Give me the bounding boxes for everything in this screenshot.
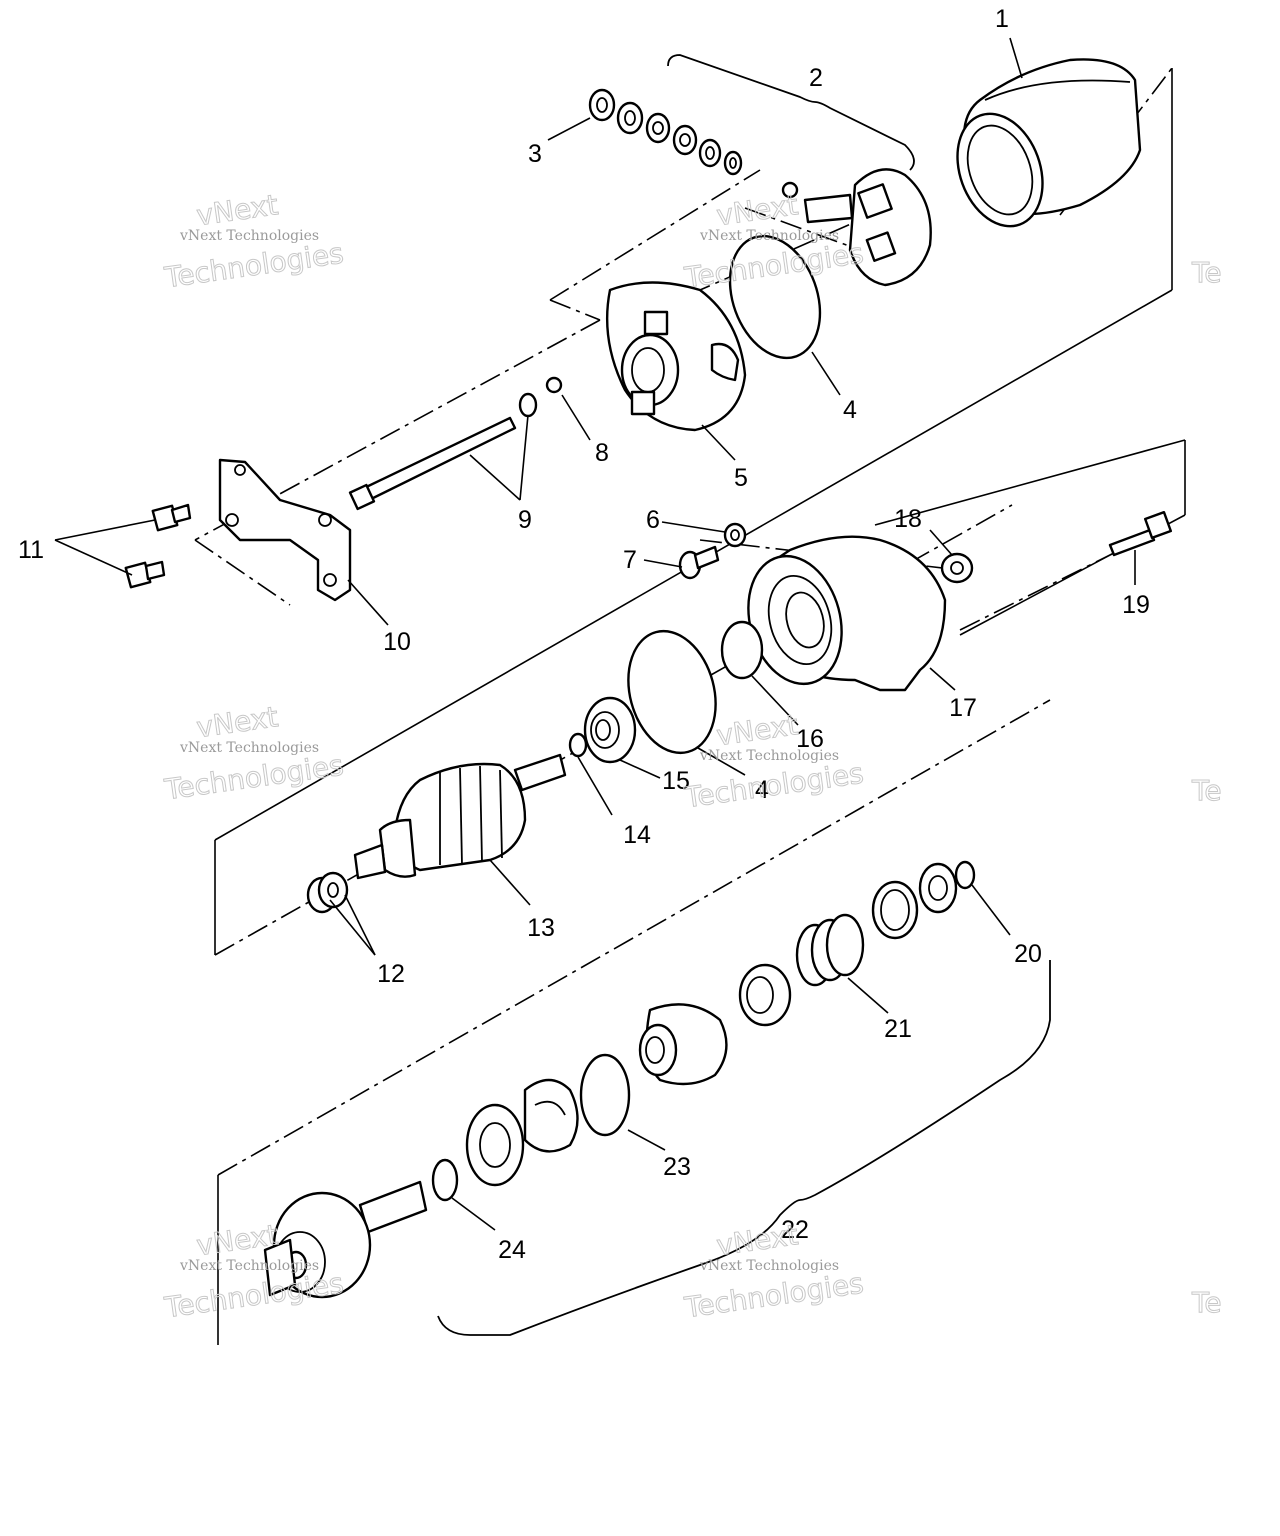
small-ring-part-8 — [545, 376, 563, 394]
o-ring-part-4-lower — [627, 629, 717, 755]
watermark-small: vNext Technologies — [179, 740, 319, 756]
callout-15: 15 — [662, 767, 690, 795]
ring-part-23 — [579, 1053, 631, 1137]
washers-part-3 — [588, 88, 743, 176]
watermark-small: vNext Technologies — [699, 748, 839, 764]
rings-part-20 — [871, 860, 976, 940]
circlip-part-24 — [431, 1158, 459, 1202]
front-housing-part-17 — [747, 535, 947, 692]
bolt-part-19 — [1108, 510, 1173, 557]
callout-23: 23 — [663, 1153, 691, 1181]
callout-19: 19 — [1122, 591, 1150, 619]
bracket-2 — [667, 54, 915, 171]
callout-17: 17 — [949, 694, 977, 722]
o-ring-part-16 — [720, 620, 764, 680]
watermark-big-vnext: vNext — [715, 708, 801, 752]
callout-3: 3 — [528, 140, 542, 168]
watermark-big-technologies: Technologies — [162, 237, 346, 295]
callout-labels: 1 2 3 4 5 6 7 8 9 10 11 12 13 14 15 16 4… — [18, 5, 1150, 1264]
callout-11: 11 — [18, 536, 44, 564]
watermark-big-vnext: vNext — [715, 188, 801, 232]
callout-7: 7 — [623, 546, 637, 574]
screw-part-7 — [678, 545, 720, 580]
end-cover-part-5 — [605, 281, 747, 432]
through-bolt-part-9 — [348, 392, 538, 511]
watermark-small: vNext Technologies — [699, 228, 839, 244]
armature-part-13 — [353, 753, 567, 880]
bracket-22 — [437, 960, 1051, 1336]
leader-lines — [54, 37, 1136, 1231]
callout-2: 2 — [809, 64, 823, 92]
nut-part-6 — [723, 522, 747, 548]
callout-8: 8 — [595, 439, 609, 467]
watermark-edge: Te — [1191, 256, 1222, 289]
watermark-big-technologies: Technologies — [682, 757, 866, 815]
watermark-small: vNext Technologies — [179, 1258, 319, 1274]
callout-5: 5 — [734, 464, 748, 492]
watermark-big-technologies: Technologies — [162, 749, 346, 807]
washers-part-12 — [306, 871, 349, 914]
o-ring-part-4-upper — [728, 234, 822, 360]
stopper — [523, 1078, 579, 1153]
callout-1: 1 — [995, 5, 1009, 33]
callout-24: 24 — [498, 1236, 526, 1264]
callout-10: 10 — [383, 628, 411, 656]
watermark-small: vNext Technologies — [179, 228, 319, 244]
pinion-shaft — [263, 1180, 428, 1299]
watermark-big-vnext: vNext — [715, 1218, 801, 1262]
watermark-small: vNext Technologies — [699, 1258, 839, 1274]
bolts-part-11 — [124, 503, 192, 589]
spring-part-21 — [738, 913, 865, 1027]
bracket-part-10 — [218, 458, 352, 602]
watermark-big-technologies: Technologies — [162, 1267, 346, 1325]
callout-20: 20 — [1014, 940, 1042, 968]
washer-part-18 — [940, 552, 974, 584]
watermark-edge: Te — [1191, 1286, 1222, 1319]
watermark-edge: Te — [1191, 774, 1222, 807]
callout-21: 21 — [884, 1015, 912, 1043]
callout-9: 9 — [518, 506, 532, 534]
circlip-part-14 — [568, 732, 588, 758]
callout-18: 18 — [894, 505, 922, 533]
callout-14: 14 — [623, 821, 651, 849]
watermark-big-technologies: Technologies — [682, 1267, 866, 1325]
bearing-part-15 — [583, 696, 637, 764]
callout-16: 16 — [796, 725, 824, 753]
watermark-big-vnext: vNext — [195, 188, 281, 232]
clutch-gear — [638, 1003, 728, 1086]
callout-4-lower: 4 — [755, 776, 769, 804]
callout-13: 13 — [527, 914, 555, 942]
watermark-big-vnext: vNext — [195, 700, 281, 744]
callout-22: 22 — [781, 1216, 809, 1244]
washer-plate — [465, 1103, 525, 1187]
yoke-part-1 — [956, 58, 1142, 228]
brush-holder-part-2 — [781, 168, 932, 287]
callout-4-upper: 4 — [843, 396, 857, 424]
callout-12: 12 — [377, 960, 405, 988]
callout-6: 6 — [646, 506, 660, 534]
